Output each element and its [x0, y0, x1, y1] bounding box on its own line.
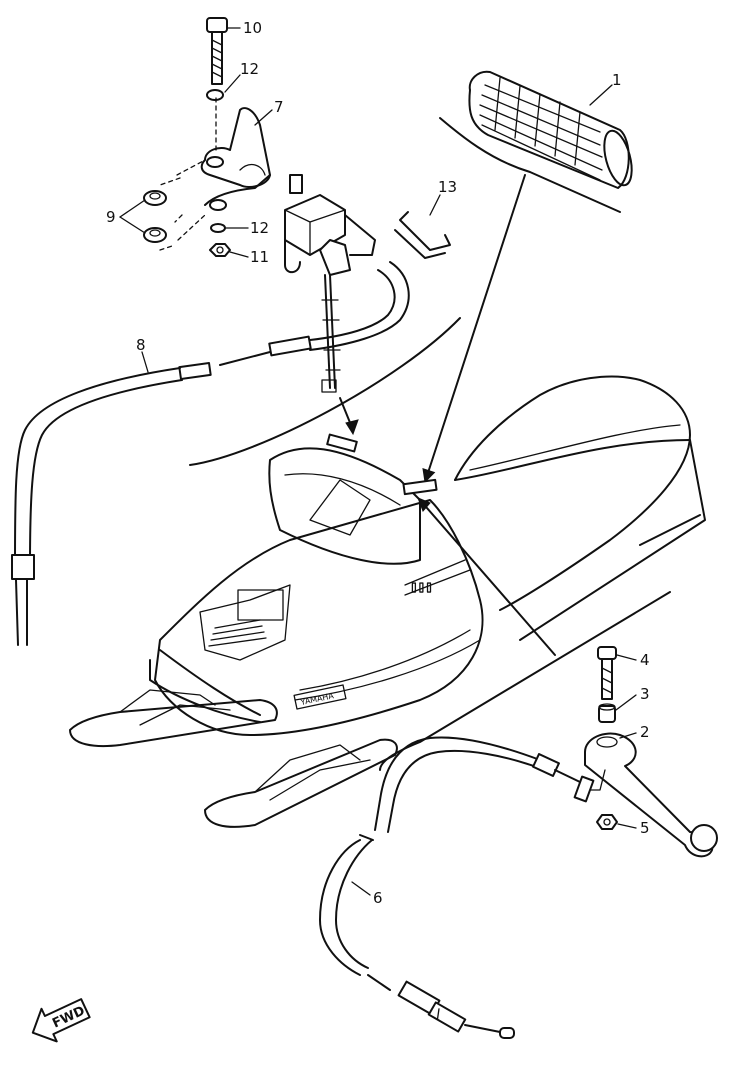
label-12b: 12	[250, 219, 269, 237]
callout-1: 1	[612, 71, 622, 89]
callout-12a: 12	[224, 60, 259, 93]
bolt-10	[206, 17, 228, 85]
cable-callout-bracket	[189, 317, 461, 466]
label-10: 10	[243, 19, 262, 37]
callout-9: 9	[106, 199, 146, 234]
callout-6: 6	[351, 881, 383, 907]
grip-arrow-line	[424, 174, 526, 483]
label-12a: 12	[240, 60, 259, 78]
callout-8: 8	[136, 336, 149, 373]
washer-12-upper	[206, 89, 224, 101]
grommet-9-upper	[143, 190, 167, 206]
label-13: 13	[438, 178, 457, 196]
throttle-cable-8	[11, 261, 410, 646]
label-11: 11	[250, 248, 269, 266]
callout-12b: 12	[225, 219, 269, 237]
throttle-housing	[284, 174, 376, 393]
label-3: 3	[640, 685, 650, 703]
label-4: 4	[640, 651, 650, 669]
brake-lever-2	[584, 732, 718, 858]
washer-12-lower	[210, 223, 226, 233]
label-1: 1	[612, 71, 622, 89]
brand-plate: YAMAHA	[293, 684, 347, 710]
label-8: 8	[136, 336, 146, 354]
hood-grille	[208, 619, 267, 647]
ski-right	[204, 738, 398, 828]
collar-3	[598, 703, 616, 723]
callout-10: 10	[227, 19, 262, 37]
grip-texture	[479, 77, 603, 181]
grip	[468, 70, 633, 189]
callout-4: 4	[616, 651, 650, 669]
svg-text:❚❚❚: ❚❚❚	[410, 583, 433, 593]
grip-callout-bracket	[439, 117, 621, 213]
label-9: 9	[106, 208, 116, 226]
label-6: 6	[373, 889, 383, 907]
label-5: 5	[640, 819, 650, 837]
callout-11: 11	[229, 248, 269, 266]
throttle-bracket-7	[200, 107, 271, 211]
grommet-9-lower	[143, 227, 167, 243]
callout-2: 2	[619, 723, 650, 741]
callout-13: 13	[438, 178, 457, 196]
callout-7: 7	[254, 98, 284, 126]
nut-5	[596, 814, 618, 830]
label-2: 2	[640, 723, 650, 741]
callout-3: 3	[615, 685, 650, 711]
ski-left	[69, 689, 278, 748]
lever-callout-bracket	[379, 591, 671, 771]
clip-13	[394, 211, 451, 259]
nut-11	[209, 243, 231, 257]
snowmobile-body: ❚❚❚ YAMAHA	[149, 375, 706, 736]
brake-cable-6	[319, 736, 595, 1039]
bolt-4	[597, 646, 617, 700]
label-7: 7	[274, 98, 284, 116]
callout-5: 5	[617, 819, 650, 837]
fwd-arrow-icon: FWD	[31, 998, 91, 1043]
